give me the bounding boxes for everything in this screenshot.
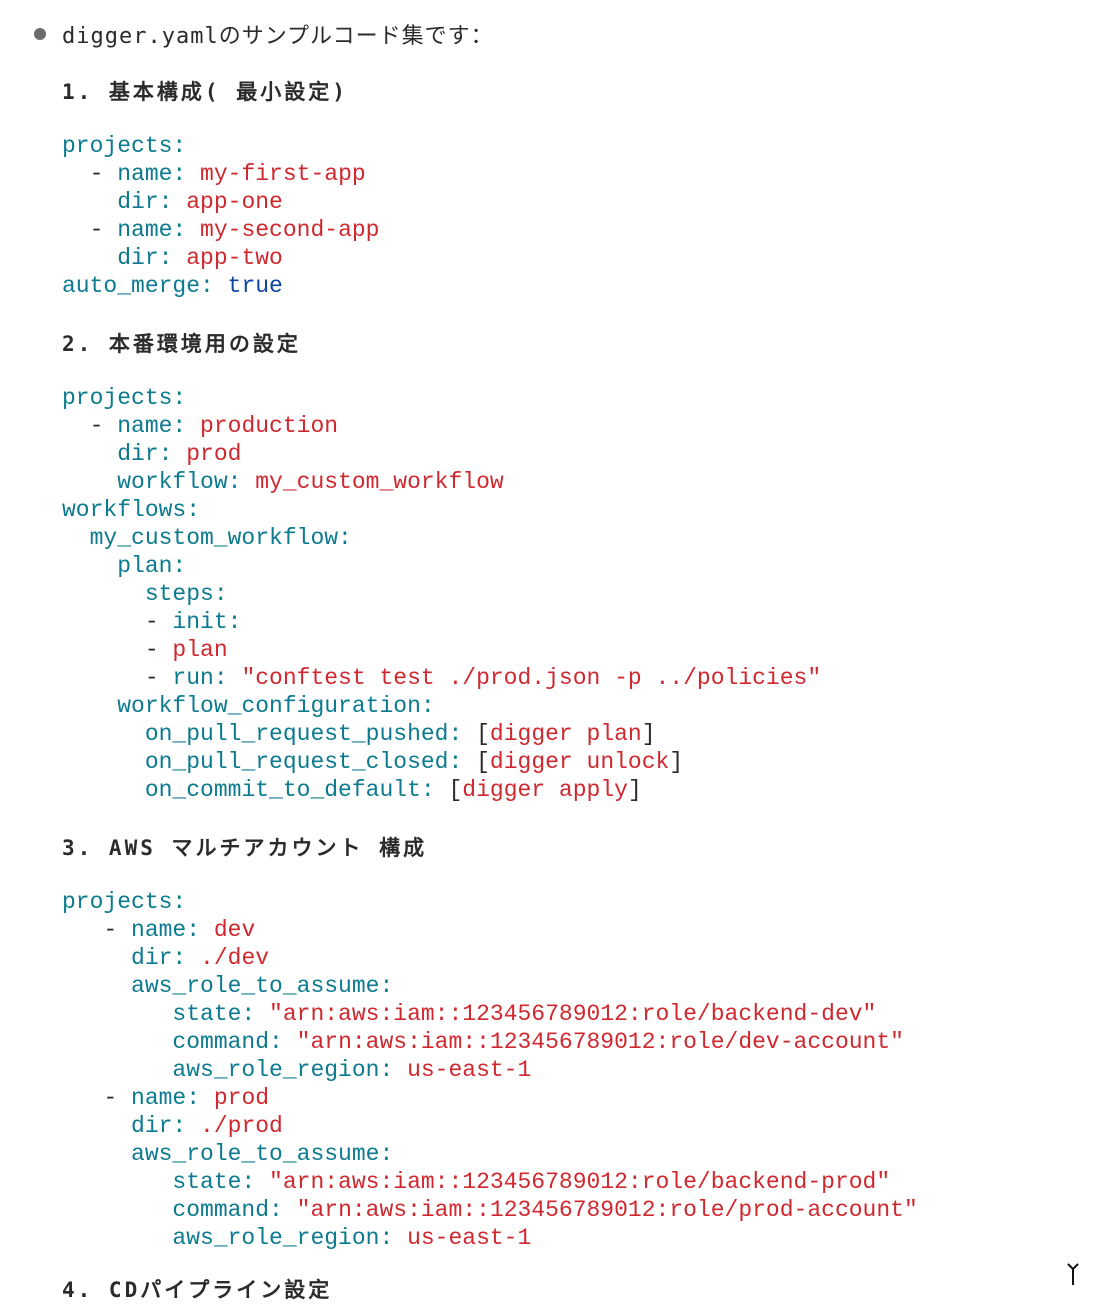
code-line: workflow: my_custom_workflow (117, 469, 504, 495)
code-line: dir: ./prod (131, 1113, 283, 1139)
code-line: projects: (62, 133, 187, 159)
code-block-1: projects: - name: my-first-app dir: app-… (62, 132, 379, 300)
code-line: command: "arn:aws:iam::123456789012:role… (172, 1029, 904, 1055)
code-line: state: "arn:aws:iam::123456789012:role/b… (172, 1169, 891, 1195)
code-line: on_commit_to_default: [digger apply] (144, 777, 642, 803)
code-line: aws_role_to_assume: (131, 1141, 394, 1167)
text-cursor-icon (1067, 1263, 1079, 1285)
code-line: dir: app-two (117, 245, 283, 271)
code-line: my_custom_workflow: (89, 525, 352, 551)
code-line: state: "arn:aws:iam::123456789012:role/b… (172, 1001, 877, 1027)
code-line: workflow_configuration: (117, 693, 435, 719)
code-line: dir: prod (117, 441, 242, 467)
code-line: aws_role_to_assume: (131, 973, 394, 999)
section-heading-3: 3. AWS マルチアカウント 構成 (62, 836, 428, 860)
code-line: on_pull_request_pushed: [digger plan] (144, 721, 656, 747)
code-line: dir: app-one (117, 189, 283, 215)
code-line: - name: my-first-app (62, 161, 366, 187)
code-line: dir: ./dev (131, 945, 270, 971)
code-line: - name: production (62, 413, 339, 439)
code-line: aws_role_region: us-east-1 (172, 1057, 532, 1083)
section-heading-1: 1. 基本構成( 最小設定) (62, 80, 348, 104)
code-line: - name: my-second-app (62, 217, 380, 243)
bullet-icon (34, 28, 46, 40)
intro-list-item: digger.yamlのサンプルコード集です： (34, 18, 494, 50)
code-line: - plan (62, 637, 228, 663)
code-line: steps: (144, 581, 228, 607)
code-line: projects: (62, 385, 187, 411)
section-heading-2: 2. 本番環境用の設定 (62, 332, 301, 356)
code-block-2: projects: - name: production dir: prod w… (62, 384, 821, 804)
section-heading-4-clipped: 4. CDパイプライン設定 (62, 1278, 333, 1302)
code-line: plan: (117, 553, 187, 579)
intro-text: digger.yamlのサンプルコード集です： (62, 24, 494, 49)
code-line: workflows: (62, 497, 201, 523)
code-line: - init: (62, 609, 242, 635)
code-line: - name: prod (62, 1085, 270, 1111)
code-block-3: projects: - name: dev dir: ./dev aws_rol… (62, 888, 918, 1252)
code-line: projects: (62, 889, 187, 915)
code-line: on_pull_request_closed: [digger unlock] (144, 749, 684, 775)
code-line: - name: dev (62, 917, 256, 943)
code-line: auto_merge: true (62, 273, 283, 299)
code-line: command: "arn:aws:iam::123456789012:role… (172, 1197, 918, 1223)
code-line: aws_role_region: us-east-1 (172, 1225, 532, 1251)
code-line: - run: "conftest test ./prod.json -p ../… (62, 665, 822, 691)
